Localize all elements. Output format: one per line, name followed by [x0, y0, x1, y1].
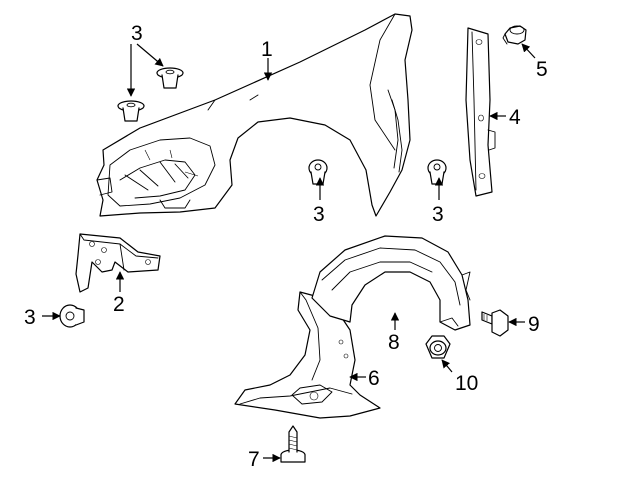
callout-side-brace: 4 [509, 106, 521, 129]
clip-fender-right [427, 159, 447, 185]
callout-rear-liner: 8 [388, 331, 400, 354]
callout-clip-fender-left: 3 [313, 203, 325, 226]
grommet-part [502, 25, 527, 45]
fender-part [96, 13, 413, 217]
nut-part [425, 335, 451, 359]
callout-clip-lower: 3 [24, 306, 36, 329]
callout-clip-fender-right: 3 [432, 203, 444, 226]
callout-nut: 10 [455, 372, 478, 395]
leader-clip-upper-1 [136, 43, 164, 67]
screw-part [280, 425, 306, 463]
leader-grommet [521, 43, 536, 59]
leader-nut [441, 359, 453, 373]
front-liner-part [234, 291, 381, 419]
callout-bolt: 9 [528, 313, 540, 336]
rear-liner-part [311, 235, 471, 331]
leader-lines [42, 43, 536, 463]
bracket-part [75, 233, 161, 293]
callout-clip-upper: 3 [131, 22, 143, 45]
callout-labels: 1 3 3 3 3 2 4 5 6 8 7 9 10 [24, 22, 548, 471]
bolt-part [481, 309, 509, 337]
clip-upper-2 [117, 100, 145, 122]
clip-lower [59, 304, 85, 328]
clip-upper-1 [156, 67, 184, 89]
clip-fender-left [308, 159, 328, 185]
callout-screw: 7 [248, 448, 260, 471]
callout-fender: 1 [261, 38, 273, 61]
side-brace-part [465, 27, 496, 197]
callout-grommet: 5 [536, 58, 548, 81]
callout-front-liner: 6 [368, 367, 380, 390]
callout-bracket: 2 [113, 293, 125, 316]
